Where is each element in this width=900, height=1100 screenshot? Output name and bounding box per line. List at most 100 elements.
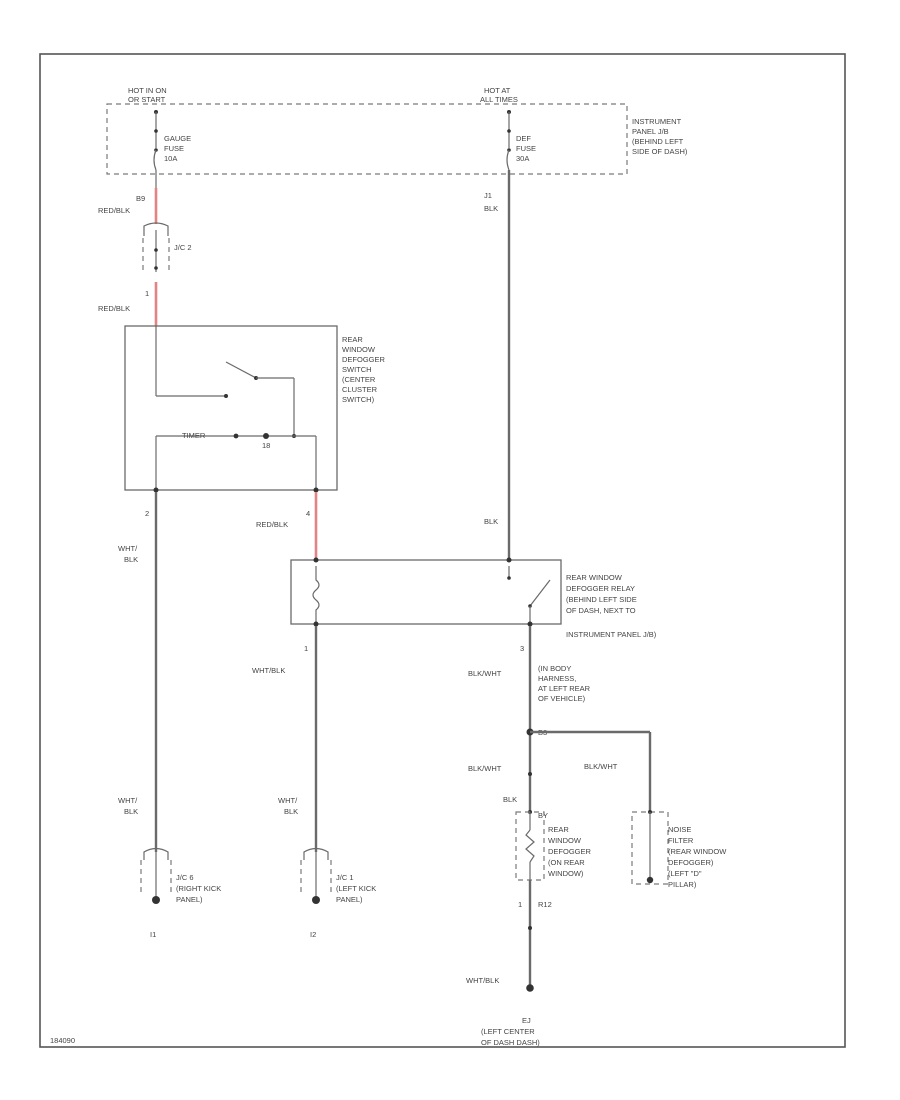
splice-line1: (IN BODY [538,664,571,673]
diagram-frame [39,53,846,1048]
relay-contact-blade [529,579,551,607]
defogger-line4: (ON REAR [548,858,585,867]
wire-redblk-3: RED/BLK [256,520,288,529]
wire-whtblk-5: WHT/BLK [466,976,499,985]
relay-line3: (BEHIND LEFT SIDE [566,595,637,604]
switch-line4: SWITCH [342,365,372,374]
jc1-top [303,847,329,860]
splice-line4: OF VEHICLE) [538,694,586,703]
gauge-fuse-label-3: 10A [164,154,177,163]
wire-pin-2: 2 [145,509,149,518]
ground-i2-label: I2 [310,930,316,939]
splice-line2: HARNESS, [538,674,576,683]
ground-ej-line2: OF DASH DASH) [481,1038,540,1047]
wire-wht-blk-4a: WHT/ [278,796,298,805]
ground-ej-code: EJ [522,1016,531,1025]
jc2-top [143,222,169,236]
wire-b9-label: B9 [136,194,145,203]
switch-line6: CLUSTER [342,385,378,394]
wire-blkwht-2: BLK/WHT [468,764,502,773]
indicator-light-icon [263,433,269,439]
noise-filter-line1: NOISE [668,825,691,834]
gauge-fuse-symbol [153,149,157,171]
wire-blk-1: BLK [484,204,498,213]
defogger-pin: R12 [538,900,552,909]
jc6-line3: PANEL) [176,895,203,904]
switch-line1: REAR [342,335,363,344]
defogger-grid-icon [525,829,535,863]
defogger-line2: WINDOW [548,836,582,845]
switch-pin-2 [153,487,159,493]
wire-wht-blk-4b: BLK [284,807,298,816]
relay-contact-a [507,576,511,580]
wire-pin-1b: 1 [304,644,308,653]
jc1-line1: J/C 1 [336,873,354,882]
noise-filter-line2: FILTER [668,836,694,845]
switch-line7: SWITCH) [342,395,375,404]
defogger-line1: REAR [548,825,569,834]
def-fuse-label-2: FUSE [516,144,536,153]
switch-line2: WINDOW [342,345,376,354]
defogger-line3: DEFOGGER [548,847,592,856]
fuse-left-term-a [154,129,158,133]
jc6-line1: J/C 6 [176,873,194,882]
gauge-fuse-label-2: FUSE [164,144,184,153]
switch-contact-a [224,394,228,398]
wire-pin-1c: 1 [518,900,522,909]
wire-redblk-1: RED/BLK [98,206,130,215]
ground-i1-label: I1 [150,930,156,939]
noise-filter-line5: (LEFT "D" [668,869,702,878]
switch-blade [225,361,257,379]
ip-jb-line4: SIDE OF DASH) [632,147,688,156]
hot-all-times-label-2: ALL TIMES [480,95,518,104]
jc2-node-2 [154,266,158,270]
wire-blk-2: BLK [484,517,498,526]
wire-j1-label: J1 [484,191,492,200]
wire-pin-3: 3 [520,644,524,653]
jc6-top [143,847,169,860]
jc1-line2: (LEFT KICK [336,884,376,893]
wire-pin-4: 4 [306,509,310,518]
relay-pin-top-right [506,557,512,563]
switch-pin-4 [313,487,319,493]
noise-filter-ground-icon [646,876,654,884]
hot-all-times-label: HOT AT [484,86,511,95]
wire-wht-blk-1b: BLK [124,555,138,564]
wire-blkwht-3: BLK/WHT [584,762,618,771]
relay-pin-3 [527,621,533,627]
ip-jb-line2: PANEL J/B [632,127,669,136]
jc2-label: J/C 2 [174,243,192,252]
wire-wht-blk-3a: WHT/ [118,796,138,805]
relay-line2: DEFOGGER RELAY [566,584,635,593]
wire-blk-3: BLK [503,795,517,804]
hot-on-start-label-2: OR START [128,95,166,104]
wire-redblk-2: RED/BLK [98,304,130,313]
ground-i2-icon [312,896,320,904]
wire-wht-blk-2: WHT/BLK [252,666,285,675]
noise-filter-line6: PILLAR) [668,880,697,889]
relay-coil [312,566,320,624]
jc6-line2: (RIGHT KICK [176,884,221,893]
switch-timer-label: TIMER [182,431,206,440]
connector-mark-1 [528,772,532,776]
indicator-diode [233,433,239,439]
wire-pin-1: 1 [145,289,149,298]
jc1-line3: PANEL) [336,895,363,904]
ground-i1-icon [152,896,160,904]
wire-wht-blk-3b: BLK [124,807,138,816]
ip-jb-line1: INSTRUMENT [632,117,682,126]
gauge-fuse-label-1: GAUGE [164,134,191,143]
noise-filter-line3: (REAR WINDOW [668,847,727,856]
relay-line4: OF DASH, NEXT TO [566,606,636,615]
splice-line3: AT LEFT REAR [538,684,591,693]
relay-line1: REAR WINDOW [566,573,623,582]
relay-line5: INSTRUMENT PANEL J/B) [566,630,657,639]
fuse-right-term-a [507,129,511,133]
noise-filter-line4: DEFOGGER) [668,858,714,867]
ip-jb-line3: (BEHIND LEFT [632,137,684,146]
indicator-light-label: 18 [262,441,270,450]
ground-ej-line1: (LEFT CENTER [481,1027,535,1036]
instrument-panel-jb-box [106,103,628,175]
